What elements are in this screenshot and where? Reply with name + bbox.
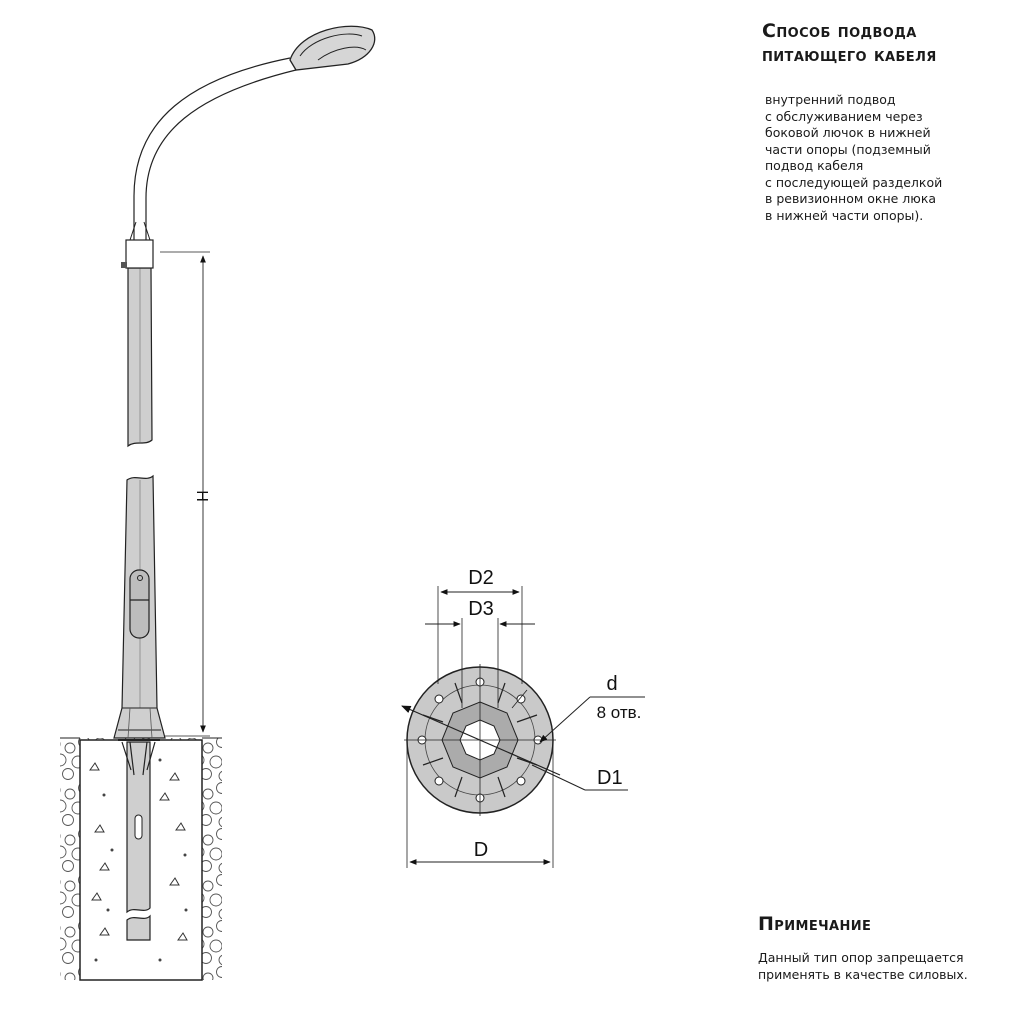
d2-dimension <box>437 586 523 684</box>
height-dimension <box>160 251 210 737</box>
cable-section-body: внутренний подвод с обслуживанием через … <box>765 92 943 223</box>
luminaire <box>289 25 376 71</box>
pole-shaft <box>113 267 166 739</box>
note-title: Примечание <box>758 913 872 935</box>
d-dimension <box>406 745 554 868</box>
d-label: D <box>474 839 488 861</box>
pole-embedded <box>118 739 160 941</box>
note-body: Данный тип опор запрещается применять в … <box>758 950 968 982</box>
flange-plan <box>401 664 561 816</box>
d2-label: D2 <box>468 567 494 589</box>
hole-diameter-label: d <box>606 673 617 695</box>
d1-label: D1 <box>597 767 623 789</box>
height-label: H <box>193 490 210 502</box>
cable-title-line2: питающего кабеля <box>762 44 937 66</box>
cable-section-title: Способ подвода питающего кабеля <box>762 19 937 67</box>
d3-dimension <box>425 618 535 708</box>
cable-title-line1: Способ подвода <box>762 20 917 42</box>
d3-label: D3 <box>468 598 494 620</box>
hole-leader <box>539 696 645 743</box>
bracket-arm <box>121 57 297 269</box>
d1-leader <box>531 764 628 791</box>
hole-count-label: 8 отв. <box>597 703 642 722</box>
